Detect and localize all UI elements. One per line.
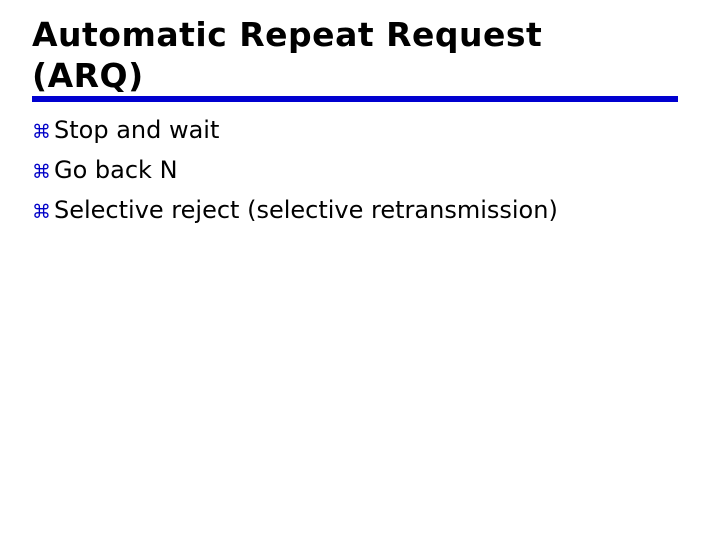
page-title: Automatic Repeat Request (ARQ) bbox=[32, 15, 543, 95]
title-divider-rule bbox=[32, 96, 678, 102]
command-bullet-icon: ⌘ bbox=[32, 201, 51, 223]
title-block: Automatic Repeat Request (ARQ) bbox=[32, 14, 680, 96]
bullet-list: ⌘ Stop and wait ⌘ Go back N ⌘ Selective … bbox=[32, 110, 682, 230]
command-bullet-icon: ⌘ bbox=[32, 121, 51, 143]
list-item-label: Stop and wait bbox=[54, 116, 220, 144]
list-item: ⌘ Stop and wait bbox=[32, 110, 682, 150]
list-item-label: Go back N bbox=[54, 156, 178, 184]
list-item: ⌘ Selective reject (selective retransmis… bbox=[32, 190, 682, 230]
list-item-label: Selective reject (selective retransmissi… bbox=[54, 196, 558, 224]
list-item: ⌘ Go back N bbox=[32, 150, 682, 190]
command-bullet-icon: ⌘ bbox=[32, 161, 51, 183]
